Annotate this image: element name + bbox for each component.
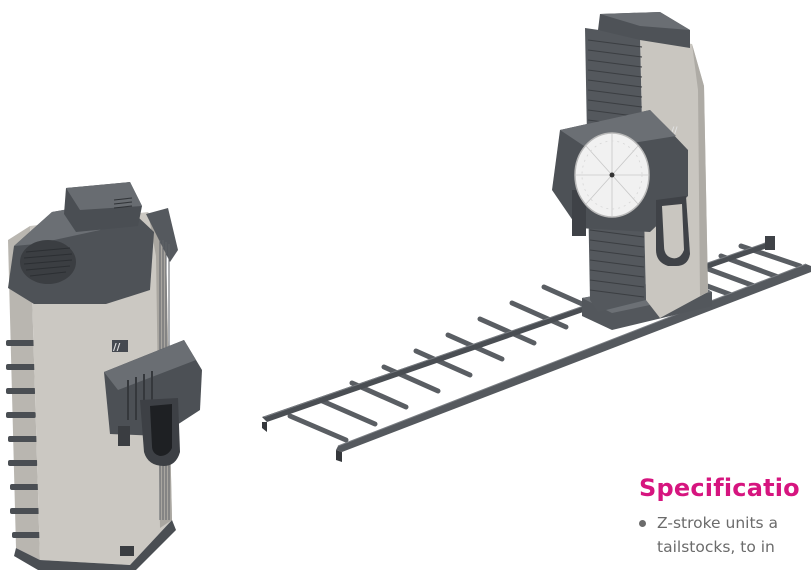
- specifications-heading: Specificatio: [639, 474, 800, 502]
- rail-front: [336, 264, 811, 452]
- bullet-icon: [639, 520, 646, 527]
- headstock-positioner: //: [552, 12, 712, 330]
- svg-text://: //: [671, 126, 678, 136]
- svg-text://: //: [113, 342, 121, 353]
- specifications-list: Z-stroke units a tailstocks, to in: [638, 511, 811, 559]
- list-item: Z-stroke units a tailstocks, to in: [638, 511, 811, 559]
- spec-item-line-2: tailstocks, to in: [657, 538, 775, 556]
- spec-item-line-1: Z-stroke units a: [657, 514, 779, 532]
- rail-crossbars: [287, 243, 803, 443]
- rail-track: [262, 236, 811, 462]
- tailstock-positioner: //: [6, 182, 202, 570]
